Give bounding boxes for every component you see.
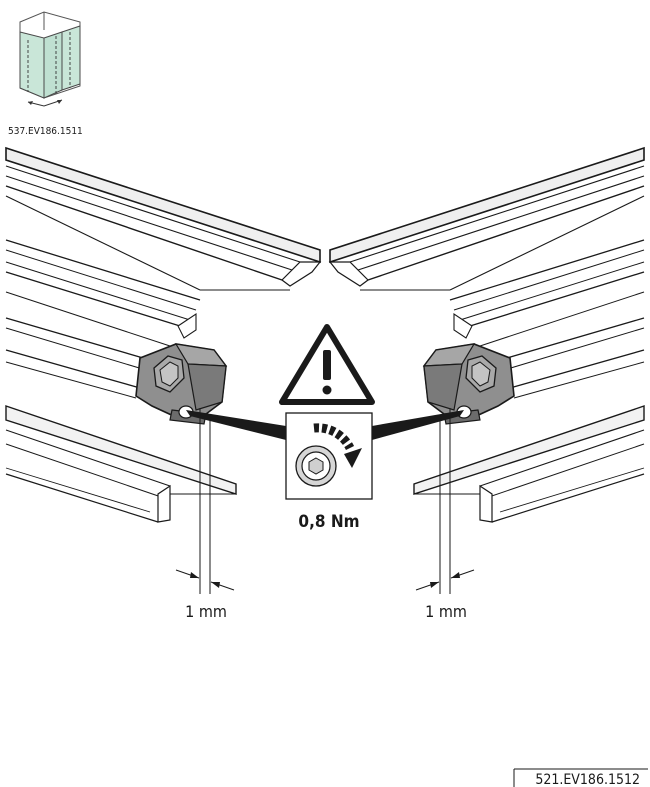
thumbnail-code: 537.EV186.1511: [8, 126, 83, 137]
right-pointer: [372, 410, 464, 440]
warning-triangle-icon: [279, 324, 375, 405]
right-gap-dimension: [415, 408, 475, 594]
figure-code: 521.EV186.1512: [535, 772, 640, 787]
hex-key-rotate-icon: [295, 423, 362, 487]
left-gap-label: 1 mm: [185, 602, 227, 621]
left-pointer: [186, 410, 286, 440]
left-gap-dimension: [175, 408, 235, 594]
left-clamp-block: [135, 343, 227, 425]
right-clamp-block: [423, 343, 515, 425]
thumbnail-glass-corner: [43, 31, 63, 99]
left-rail-assembly: [5, 147, 321, 523]
right-gap-label: 1 mm: [425, 602, 467, 621]
thumbnail-glass-right: [61, 25, 81, 91]
torque-value: 0,8 Nm: [298, 512, 359, 532]
thumbnail-glass-left: [19, 31, 45, 99]
thumbnail-figure: [19, 11, 81, 107]
thumbnail-arrow: [27, 99, 63, 107]
torque-box: [285, 412, 373, 500]
right-rail-assembly: [329, 147, 645, 523]
